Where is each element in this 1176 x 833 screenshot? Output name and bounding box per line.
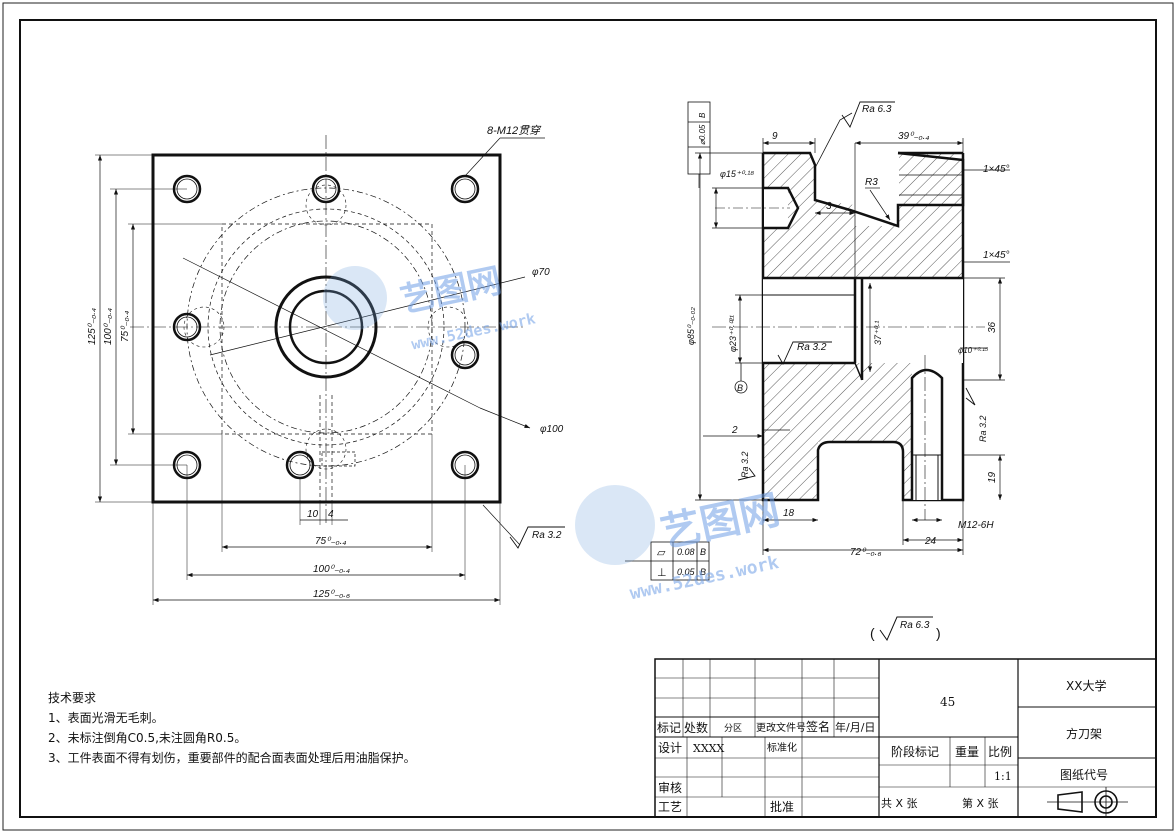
phi10: φ10⁺⁰·¹⁵ [958, 346, 989, 355]
dim-125v: 125⁰₋₀.₄ [87, 308, 98, 345]
ra32-bore: Ra 3.2 [797, 342, 827, 353]
flatness-ref: B [700, 547, 706, 557]
tech-requirements: 技术要求 1、表面光滑无毛刺。 2、未标注倒角C0.5,未注圆角R0.5。 3、… [48, 688, 416, 768]
ra63-general-open: ( [870, 625, 875, 641]
dim-39: 39⁰₋₀.₄ [898, 131, 929, 142]
weight-label: 重量 [955, 745, 979, 759]
tech-heading: 技术要求 [48, 691, 97, 705]
dim-36: 36 [987, 321, 998, 333]
ra63-top: Ra 6.3 [862, 104, 892, 115]
row-label-2: 分区 [724, 723, 742, 734]
perp-ref: B [700, 567, 706, 577]
review-label: 审核 [658, 780, 682, 795]
drawing-code-label: 图纸代号 [1060, 768, 1108, 782]
phi100-label: φ100 [540, 424, 564, 435]
r3: R3 [865, 177, 878, 188]
center-bore-outer [274, 275, 378, 379]
watermark-text-2: 艺图网 [657, 487, 784, 557]
phi85: φ85⁰₋₀.₀₂ [686, 307, 696, 345]
dim-9: 9 [772, 131, 778, 142]
projection-symbol-icon [1047, 787, 1128, 817]
chamfer2: 1×45° [983, 250, 1010, 261]
stage-label: 阶段标记 [891, 744, 939, 759]
holes-label: 8-M12贯穿 [487, 124, 542, 137]
ra32-front: Ra 3.2 [532, 530, 562, 541]
standardize-label: 标准化 [767, 741, 797, 754]
dim-75v: 75⁰₋₀.₄ [120, 311, 131, 342]
drawing-title: 方刀架 [1066, 726, 1102, 741]
material: 45 [940, 695, 955, 709]
row-label-0: 标记 [657, 721, 681, 735]
annotation-texts: 8-M12贯穿 φ70 φ100 125⁰₋₀.₄ 100⁰₋₀.₄ 75⁰₋₀… [87, 104, 1010, 642]
dim-2: 2 [731, 425, 738, 436]
perp-val: 0.05 [677, 567, 696, 577]
phi70-label: φ70 [532, 267, 550, 278]
dim-125h: 125⁰₋₀.₆ [313, 589, 350, 600]
section-view [687, 101, 1010, 555]
row-label-5: 年/月/日 [835, 720, 875, 734]
dim-37: 37⁺⁰·¹ [873, 321, 883, 345]
bolt-circle [186, 187, 466, 467]
row-label-4: 签名 [806, 719, 830, 734]
tech-item-3: 3、工件表面不得有划伤，重要部件的配合面表面处理后用油脂保护。 [48, 751, 416, 765]
phi15: φ15⁺⁰·¹⁸ [720, 169, 754, 179]
inner-border [19, 19, 1157, 818]
flatness-val: 0.08 [677, 547, 695, 557]
dim-10: 10 [307, 509, 319, 520]
dim-18: 18 [783, 508, 795, 519]
dim-19: 19 [987, 471, 998, 483]
front-view [95, 135, 710, 605]
dim-4: 4 [328, 509, 334, 520]
pos-tol: ⌀0.05 [698, 124, 707, 145]
title-block [654, 658, 1157, 818]
center-bore-inner [288, 289, 364, 365]
scale-label: 比例 [988, 745, 1012, 759]
pos-ref: B [698, 112, 707, 118]
ra32-side: Ra 3.2 [740, 451, 750, 478]
hidden-phi85 [207, 208, 445, 446]
dim-24: 24 [924, 536, 937, 547]
scale-value: 1:1 [994, 770, 1012, 783]
m12: M12-6H [958, 520, 994, 531]
ra63-general-close: ) [936, 625, 941, 641]
ra63-general: Ra 6.3 [900, 620, 930, 631]
watermark-text-1: 艺图网 [397, 261, 505, 321]
sheet-no: 第 X 张 [962, 796, 999, 810]
school-name: XX大学 [1066, 678, 1106, 693]
sheets-total: 共 X 张 [881, 797, 918, 810]
dim-72: 72⁰₋₀.₆ [850, 547, 881, 558]
front-outline [151, 153, 502, 504]
tech-item-2: 2、未标注倒角C0.5,未注圆角R0.5。 [48, 731, 247, 745]
datum-b: B [737, 383, 743, 393]
perp-sym: ⊥ [657, 567, 667, 579]
flatness-sym: ▱ [657, 547, 666, 559]
ra32-right: Ra 3.2 [978, 415, 988, 442]
process-label: 工艺 [658, 800, 682, 814]
tech-item-1: 1、表面光滑无毛刺。 [48, 711, 164, 725]
design-label: 设计 [658, 741, 682, 755]
dim-75h: 75⁰₋₀.₄ [315, 536, 346, 547]
row-label-3: 更改文件号 [756, 721, 806, 734]
hidden-square [221, 223, 433, 435]
dim-100v: 100⁰₋₀.₄ [103, 308, 114, 345]
row-label-1: 处数 [684, 720, 708, 735]
chamfer1: 1×45° [983, 164, 1010, 175]
designer: XXXX [693, 742, 724, 755]
dim-3: 3 [826, 201, 832, 212]
title-block-texts: 标记 处数 分区 更改文件号 签名 年/月/日 设计 XXXX 标准化 审核 工… [657, 678, 1108, 814]
approve-label: 批准 [770, 799, 794, 814]
dim-100h: 100⁰₋₀.₄ [313, 564, 350, 575]
phi23: φ23⁺⁰·⁰²¹ [728, 315, 738, 352]
